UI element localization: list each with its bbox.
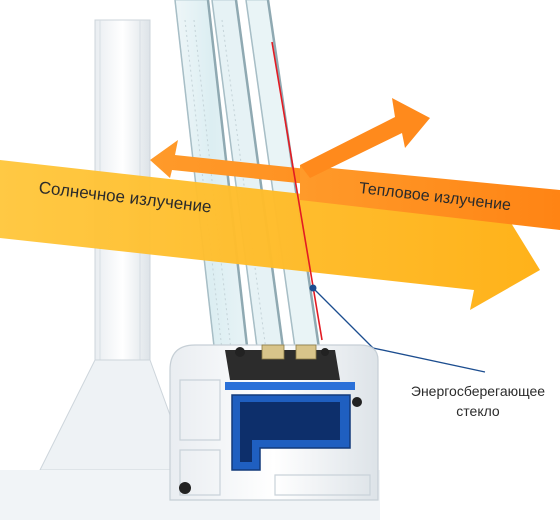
sash-profile bbox=[169, 344, 379, 501]
energy-saving-glass-label: Энергосберегающее стекло bbox=[393, 381, 560, 421]
gasket-top bbox=[235, 347, 245, 357]
callout-line-1: Энергосберегающее bbox=[410, 383, 546, 399]
gasket-bottom bbox=[179, 482, 191, 494]
solar-radiation-arrow bbox=[0, 160, 540, 310]
dot-marker-icon bbox=[309, 284, 317, 292]
gasket-right bbox=[352, 397, 362, 407]
callout-line-2: стекло bbox=[456, 403, 500, 419]
spacer-block-left bbox=[261, 344, 285, 360]
spacer-block-right bbox=[295, 344, 317, 360]
thermal-radiation-arrow bbox=[150, 98, 560, 230]
